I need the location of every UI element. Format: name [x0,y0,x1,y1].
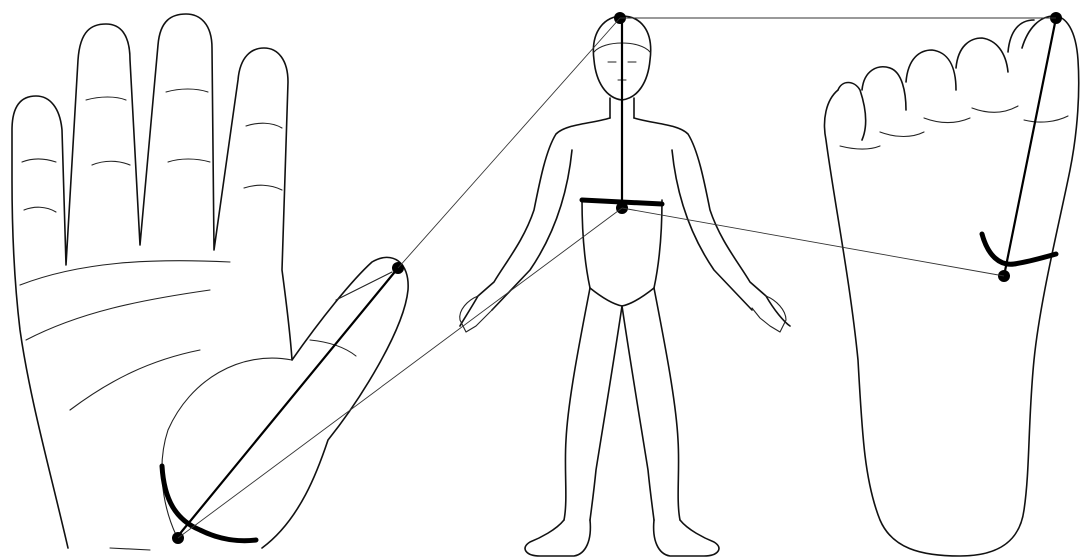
head-line [26,290,210,340]
foot-crease [1024,116,1068,122]
body-legs [564,288,680,520]
palm-figure [12,14,408,550]
palm-axis-line [178,268,398,536]
life-line [70,350,200,410]
foot-axis-line [1004,18,1056,276]
foot-toe [838,83,866,141]
body-left-hand [460,296,494,332]
ray-palm-head-to-body-head [398,18,620,268]
ray-palm-base-to-body-chest [178,208,622,538]
finger-crease [244,185,282,190]
body-left-foot [525,520,590,556]
body-figure [460,12,790,556]
palm-outline [12,14,292,548]
foot-toe [956,38,1008,72]
palm-reference-arc [162,466,256,541]
wrist-line [110,548,150,550]
finger-crease [168,159,210,162]
foot-crease [840,146,880,149]
palm-thumb [262,257,408,548]
body-right-foot [654,520,719,556]
foot-toe [862,67,906,110]
finger-crease [22,159,56,162]
foot-figure [825,12,1079,556]
foot-toe [906,50,956,90]
palm-heel [162,358,292,535]
correspondence-lines [178,18,1056,538]
finger-crease [86,97,126,100]
foot-crease [880,132,924,137]
foot-crease [924,118,970,123]
finger-crease [24,207,56,212]
heart-line [20,261,230,285]
finger-crease [92,161,130,165]
foot-crease [972,106,1018,112]
body-torso [460,118,790,326]
foot-reference-arc [982,234,1056,264]
finger-crease [246,123,282,128]
foot-toe [1008,20,1034,52]
finger-crease [166,89,208,92]
ray-body-chest-to-foot-chest [622,208,1004,276]
body-briefs [590,288,654,306]
